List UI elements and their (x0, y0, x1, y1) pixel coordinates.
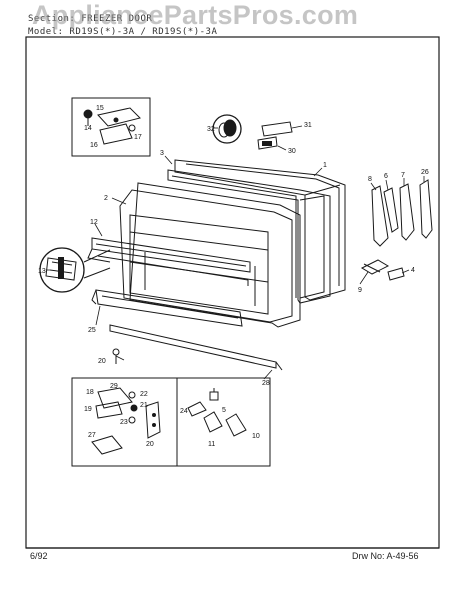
callout-22: 22 (140, 391, 148, 398)
callout-25: 25 (88, 327, 96, 334)
callout-26: 26 (421, 169, 429, 176)
callout-12: 12 (90, 219, 98, 226)
callout-20-screw: 20 (98, 358, 106, 365)
callout-10: 10 (252, 433, 260, 440)
callout-5: 5 (222, 407, 226, 414)
callout-2: 2 (104, 195, 108, 202)
callout-24: 24 (180, 408, 188, 415)
bottom-trim-strip (109, 324, 283, 371)
screw-29 (112, 348, 120, 364)
callout-16: 16 (90, 142, 98, 149)
drawing-number: Drw No: A-49-56 (352, 551, 419, 561)
door-outer-panel (174, 159, 346, 301)
callout-14: 14 (84, 125, 92, 132)
callout-18: 18 (86, 389, 94, 396)
gasket-detail-circle (39, 247, 111, 293)
door-shelf-rail (87, 237, 251, 286)
callout-6: 6 (384, 173, 388, 180)
callout-17: 17 (134, 134, 142, 141)
door-stop-brackets (360, 179, 433, 281)
callout-3: 3 (160, 150, 164, 157)
callout-13: 13 (38, 268, 46, 275)
revision-date: 6/92 (30, 551, 48, 561)
callout-7: 7 (401, 172, 405, 179)
callout-19: 19 (84, 406, 92, 413)
door-gasket-frame (119, 182, 301, 328)
hinge-inset-box (71, 97, 151, 157)
nameplate (257, 121, 293, 150)
callout-23: 23 (120, 419, 128, 426)
handle-detail-circle (212, 114, 242, 144)
callout-20-hinge: 20 (146, 441, 154, 448)
model-number: Model: RD19S(*)-3A / RD19S(*)-3A (28, 27, 218, 37)
callout-27: 27 (88, 432, 96, 439)
callout-28: 28 (262, 380, 270, 387)
callout-1: 1 (323, 162, 327, 169)
callout-15: 15 (96, 105, 104, 112)
callout-9: 9 (358, 287, 362, 294)
callout-4: 4 (411, 267, 415, 274)
watermark: AppliancePartsPros.com (32, 0, 359, 30)
callout-31: 31 (304, 122, 312, 129)
callout-8: 8 (368, 176, 372, 183)
callout-30: 30 (288, 148, 296, 155)
callout-labels: 1 2 3 4 5 6 7 8 9 10 11 12 13 14 15 16 1… (38, 105, 429, 448)
callout-leaders (46, 125, 425, 380)
door-bottom-shelf (91, 289, 243, 327)
brackets-inset-box (176, 377, 271, 467)
section-title: Section: FREEZER DOOR (28, 14, 153, 24)
callout-32: 32 (207, 126, 215, 133)
callout-21: 21 (140, 402, 148, 409)
callout-11: 11 (208, 441, 215, 448)
door-liner (167, 169, 331, 304)
callout-29: 29 (110, 383, 118, 390)
